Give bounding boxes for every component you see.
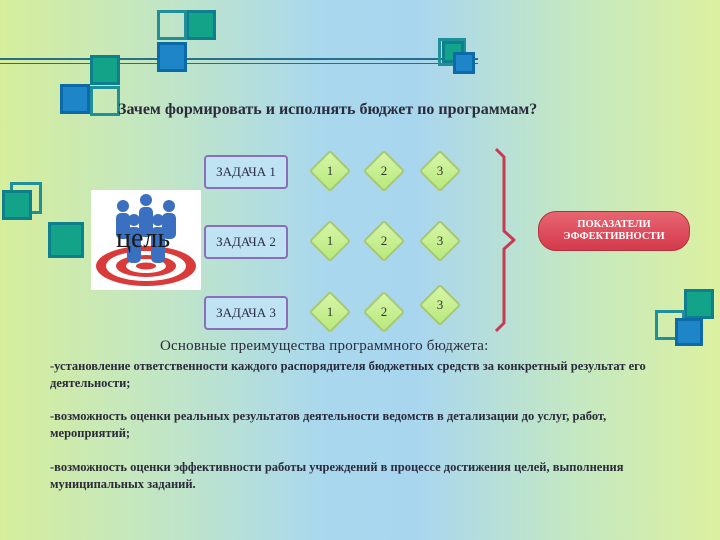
task-3-item-3: 3 — [418, 283, 462, 327]
target-people-icon — [96, 194, 196, 286]
task-2-item-3: 3 — [418, 219, 462, 263]
top-rule — [0, 58, 478, 60]
advantages-heading: Основные преимущества программного бюдже… — [160, 338, 489, 354]
target-image — [91, 190, 201, 290]
goal-label: цель — [116, 223, 171, 254]
slide-title: Зачем формировать и исполнять бюджет по … — [118, 101, 538, 118]
task-2: ЗАДАЧА 2 — [204, 225, 288, 259]
advantage-item: -установление ответственности каждого ра… — [50, 359, 646, 390]
advantage-item: -возможность оценки реальных результатов… — [50, 409, 607, 440]
decor-square — [675, 318, 703, 346]
top-rule-secondary — [0, 63, 478, 64]
decor-square — [48, 222, 84, 258]
task-3: ЗАДАЧА 3 — [204, 296, 288, 330]
decor-square-outline — [157, 10, 187, 40]
task-3-item-2: 2 — [362, 290, 406, 334]
decor-square — [453, 52, 475, 74]
task-1-item-3: 3 — [418, 149, 462, 193]
indicators-pill: ПОКАЗАТЕЛИ ЭФФЕКТИВНОСТИ — [538, 211, 690, 251]
decor-square — [157, 42, 187, 72]
task-1-item-1: 1 — [308, 149, 352, 193]
decor-square — [90, 55, 120, 85]
task-3-item-1: 1 — [308, 290, 352, 334]
decor-square — [60, 84, 90, 114]
decor-square — [2, 190, 32, 220]
bracket-shape — [494, 147, 516, 333]
task-2-item-2: 2 — [362, 219, 406, 263]
task-1-item-2: 2 — [362, 149, 406, 193]
decor-square — [684, 289, 714, 319]
decor-square-outline — [90, 86, 120, 116]
decor-square — [186, 10, 216, 40]
task-1: ЗАДАЧА 1 — [204, 155, 288, 189]
advantage-item: -возможность оценки эффективности работы… — [50, 460, 624, 491]
task-2-item-1: 1 — [308, 219, 352, 263]
